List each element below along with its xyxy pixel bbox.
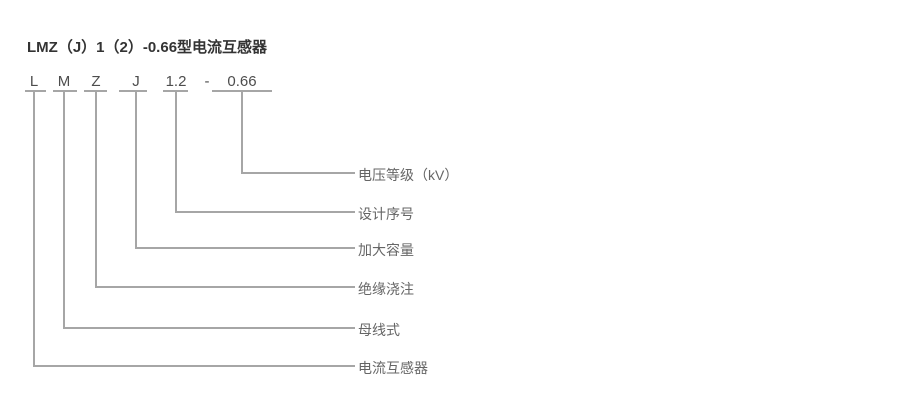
code-segment-J: J: [132, 73, 140, 90]
label-current-transformer: 电流互感器: [358, 360, 428, 376]
connector-horizontal-transformer: [33, 365, 355, 367]
code-underline-Z: [84, 90, 107, 92]
connector-horizontal-serial: [175, 211, 355, 213]
label-design-serial: 设计序号: [358, 206, 414, 222]
code-segment-L: L: [29, 73, 39, 90]
connector-vertical-Z: [95, 92, 97, 288]
connector-horizontal-busbar: [63, 327, 355, 329]
code-underline-L: [25, 90, 46, 92]
connector-vertical-J: [135, 92, 137, 249]
connector-vertical-M: [63, 92, 65, 329]
label-enlarged-capacity: 加大容量: [358, 242, 414, 258]
code-segment-M: M: [57, 73, 71, 90]
code-segment-dash: -: [204, 73, 210, 90]
connector-vertical-0-66: [241, 92, 243, 174]
code-underline-0-66: [212, 90, 272, 92]
connector-horizontal-voltage: [241, 172, 355, 174]
label-voltage-level: 电压等级（kV）: [358, 167, 459, 183]
connector-vertical-L: [33, 92, 35, 367]
connector-vertical-1-2: [175, 92, 177, 213]
code-underline-M: [53, 90, 77, 92]
code-segment-Z: Z: [91, 73, 101, 90]
code-segment-0-66: 0.66: [227, 73, 257, 90]
label-cast-insulation: 绝缘浇注: [358, 281, 414, 297]
label-busbar-type: 母线式: [358, 322, 400, 338]
code-underline-J: [119, 90, 147, 92]
connector-horizontal-capacity: [135, 247, 355, 249]
code-underline-1-2: [163, 90, 188, 92]
connector-horizontal-insulation: [95, 286, 355, 288]
code-segment-1-2: 1.2: [165, 73, 187, 90]
page-title: LMZ（J）1（2）-0.66型电流互感器: [27, 39, 268, 56]
